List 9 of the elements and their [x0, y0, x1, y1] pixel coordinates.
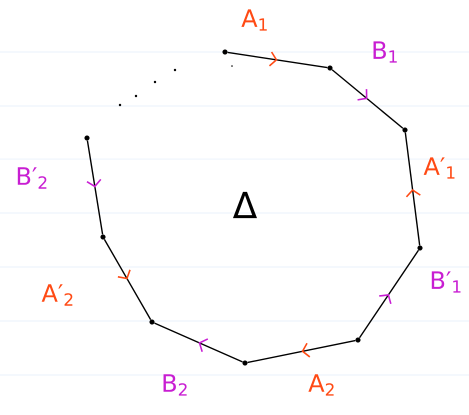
edge-label: A$_{2}$ — [308, 374, 334, 396]
edge-label: B′$_{1}$ — [432, 271, 460, 293]
edge-label: B$_{1}$ — [374, 41, 397, 63]
edge-label: B$_{2}$ — [164, 374, 187, 396]
edge-label: A$_{1}$ — [241, 9, 267, 31]
edge-label: B′$_{2}$ — [18, 167, 46, 189]
edge-label: A′$_{1}$ — [424, 157, 454, 179]
symbol-label: Δ — [232, 192, 258, 218]
edge-label: A′$_{2}$ — [42, 284, 72, 306]
